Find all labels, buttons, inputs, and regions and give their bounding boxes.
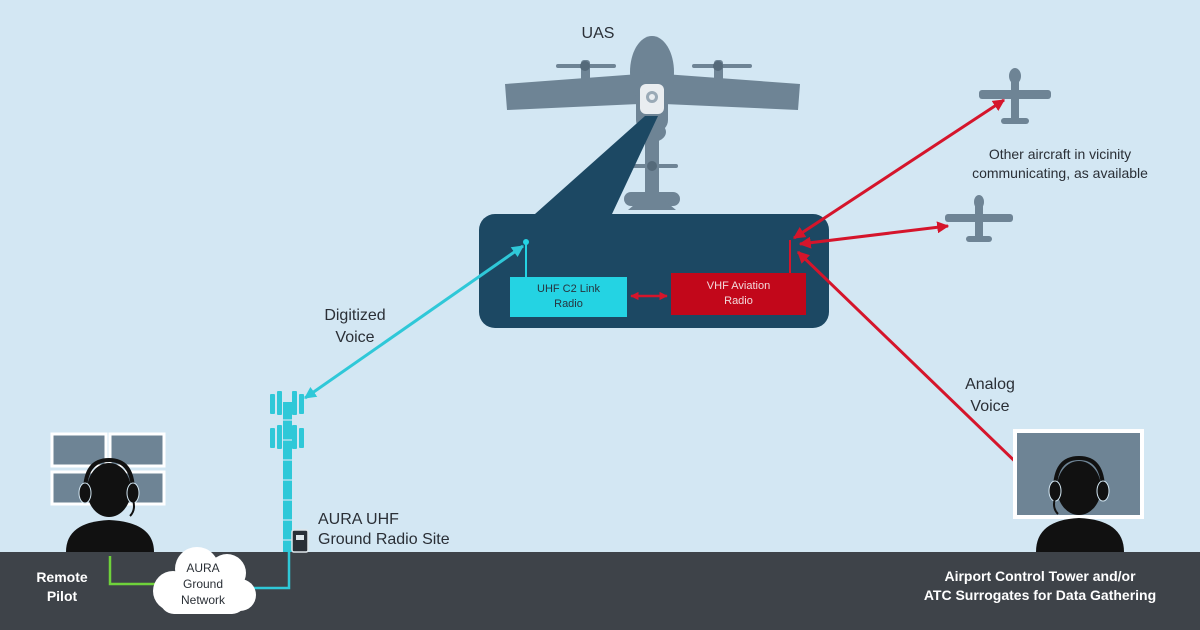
uas-label: UAS [581,25,615,42]
vhf-radio-label: VHF Aviation Radio [706,280,771,307]
pilot-network-link [108,556,160,586]
small-aircraft-icon [979,68,1051,124]
other-aircraft-label: Other aircraft in vicinity communicating… [972,146,1148,181]
small-aircraft-icon [945,195,1013,242]
vhf-radio-box [671,273,806,315]
vhf-link-arrow-aircraft-1 [792,98,1006,240]
controller-icon [1036,455,1124,552]
cloud-label: AURA Ground Network [180,561,225,607]
uas-callout [535,116,658,214]
ground-radio-site-label: AURA UHF Ground Radio Site [318,511,450,548]
analog-voice-arrow [796,250,1057,502]
radio-tower-icon [270,391,309,553]
digitized-voice-arrow [304,244,524,400]
remote-pilot-label: Remote Pilot [36,569,88,604]
tower-label: Airport Control Tower and/or ATC Surroga… [923,568,1157,603]
pilot-icon [66,457,154,552]
uhf-radio-box [510,277,627,317]
tower-network-link [248,552,291,590]
cloud-icon [153,547,256,614]
digitized-voice-label: Digitized Voice [324,307,386,346]
analog-voice-label: Analog Voice [965,376,1015,415]
uhf-radio-label: UHF C2 Link Radio [537,283,600,310]
vhf-link-arrow-aircraft-2 [798,221,950,249]
